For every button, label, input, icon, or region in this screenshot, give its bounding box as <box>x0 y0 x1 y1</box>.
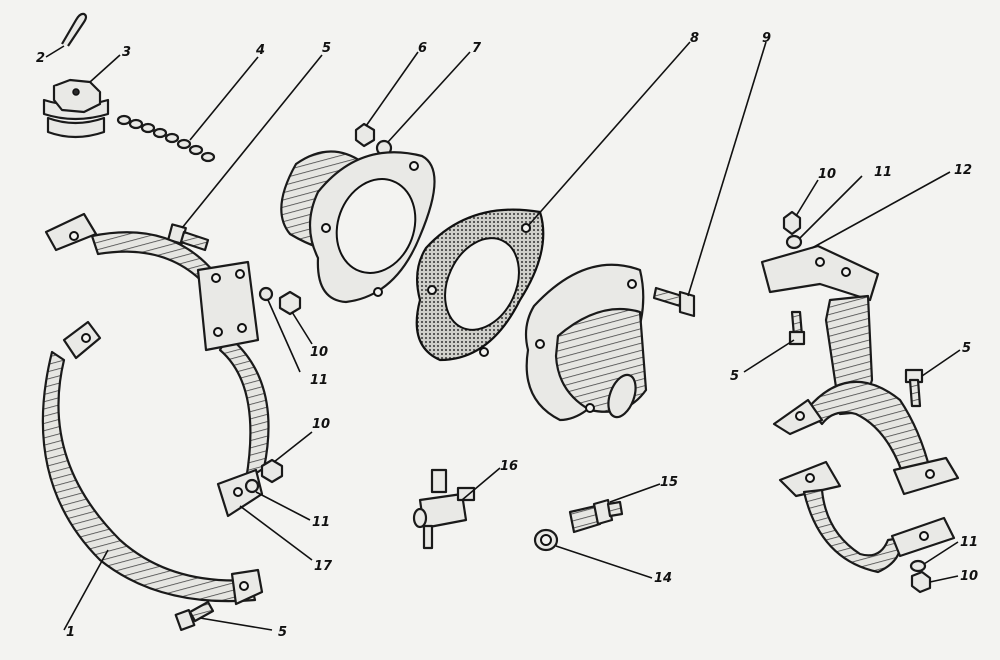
drain-cock <box>412 467 501 550</box>
label-10-c: 10 <box>818 167 836 182</box>
label-11-b: 11 <box>312 515 330 530</box>
label-16: 16 <box>500 459 518 474</box>
nut-washer-bracket <box>782 175 863 250</box>
filler-plug <box>42 54 121 139</box>
label-10-d: 10 <box>960 569 978 584</box>
cotter-pin <box>45 12 88 58</box>
chain <box>116 56 259 163</box>
label-5-bracket-left: 5 <box>730 369 739 384</box>
washer-nut-upper <box>258 286 313 373</box>
bolt-lower <box>174 600 273 632</box>
label-11-d: 11 <box>960 535 978 550</box>
bolts-bracket <box>743 310 961 408</box>
label-5-bottom: 5 <box>278 625 287 640</box>
label-10-a: 10 <box>310 345 328 360</box>
label-8: 8 <box>690 31 699 46</box>
fitting <box>568 483 661 534</box>
bracket <box>760 171 960 496</box>
connector-plate <box>196 260 260 352</box>
label-11-c: 11 <box>874 165 892 180</box>
label-10-b: 10 <box>312 417 330 432</box>
label-14: 14 <box>654 571 672 586</box>
label-17: 17 <box>314 559 333 574</box>
label-15: 15 <box>660 475 678 490</box>
label-4: 4 <box>255 43 265 58</box>
flange-pipe-left <box>280 150 436 304</box>
flange-pipe-right <box>524 263 648 422</box>
upper-clamp-band <box>44 212 270 518</box>
label-2: 2 <box>36 51 45 66</box>
label-1: 1 <box>66 625 75 640</box>
label-9: 9 <box>762 31 771 46</box>
label-3: 3 <box>122 45 131 60</box>
washer-nut-lower <box>239 431 313 561</box>
gasket <box>415 41 691 362</box>
label-12: 12 <box>954 163 972 178</box>
lower-saddle <box>778 460 956 574</box>
bolt-right <box>652 41 767 318</box>
bolt-upper <box>167 54 323 252</box>
label-6: 6 <box>418 41 427 56</box>
label-11-a: 11 <box>310 373 328 388</box>
lower-clamp-band <box>41 320 264 631</box>
washer-nut-saddle <box>909 541 959 594</box>
ring-nut <box>533 528 653 579</box>
nut-and-washer <box>354 51 471 157</box>
label-5-bracket-right: 5 <box>962 341 971 356</box>
label-5-top: 5 <box>322 41 331 56</box>
label-7: 7 <box>472 41 482 56</box>
